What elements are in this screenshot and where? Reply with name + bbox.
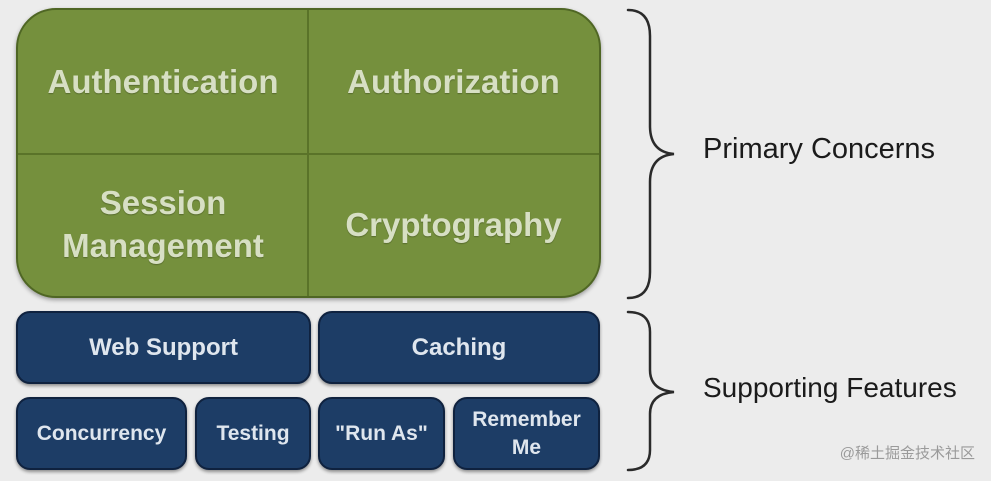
cryptography-cell: Cryptography — [345, 205, 562, 243]
supporting-features-label: Supporting Features — [703, 372, 957, 403]
primary-concerns-label: Primary Concerns — [703, 133, 936, 165]
testing-box: Testing — [195, 397, 311, 470]
authentication-cell: Authentication — [47, 62, 279, 100]
remember-me-box: Remember Me — [453, 397, 600, 470]
watermark-text: @稀土掘金技术社区 — [839, 445, 975, 462]
session-management-cell: Session Management — [62, 184, 264, 264]
caching-box: Caching — [318, 311, 600, 384]
horizontal-divider — [18, 153, 599, 155]
primary-concerns-block: Authentication Authorization Session Man… — [16, 8, 601, 298]
authorization-cell: Authorization — [347, 62, 560, 100]
primary-brace-icon — [626, 8, 675, 300]
concurrency-box: Concurrency — [16, 397, 187, 470]
web-support-box: Web Support — [16, 311, 311, 384]
run-as-box: "Run As" — [318, 397, 445, 470]
supporting-brace-icon — [626, 310, 675, 472]
